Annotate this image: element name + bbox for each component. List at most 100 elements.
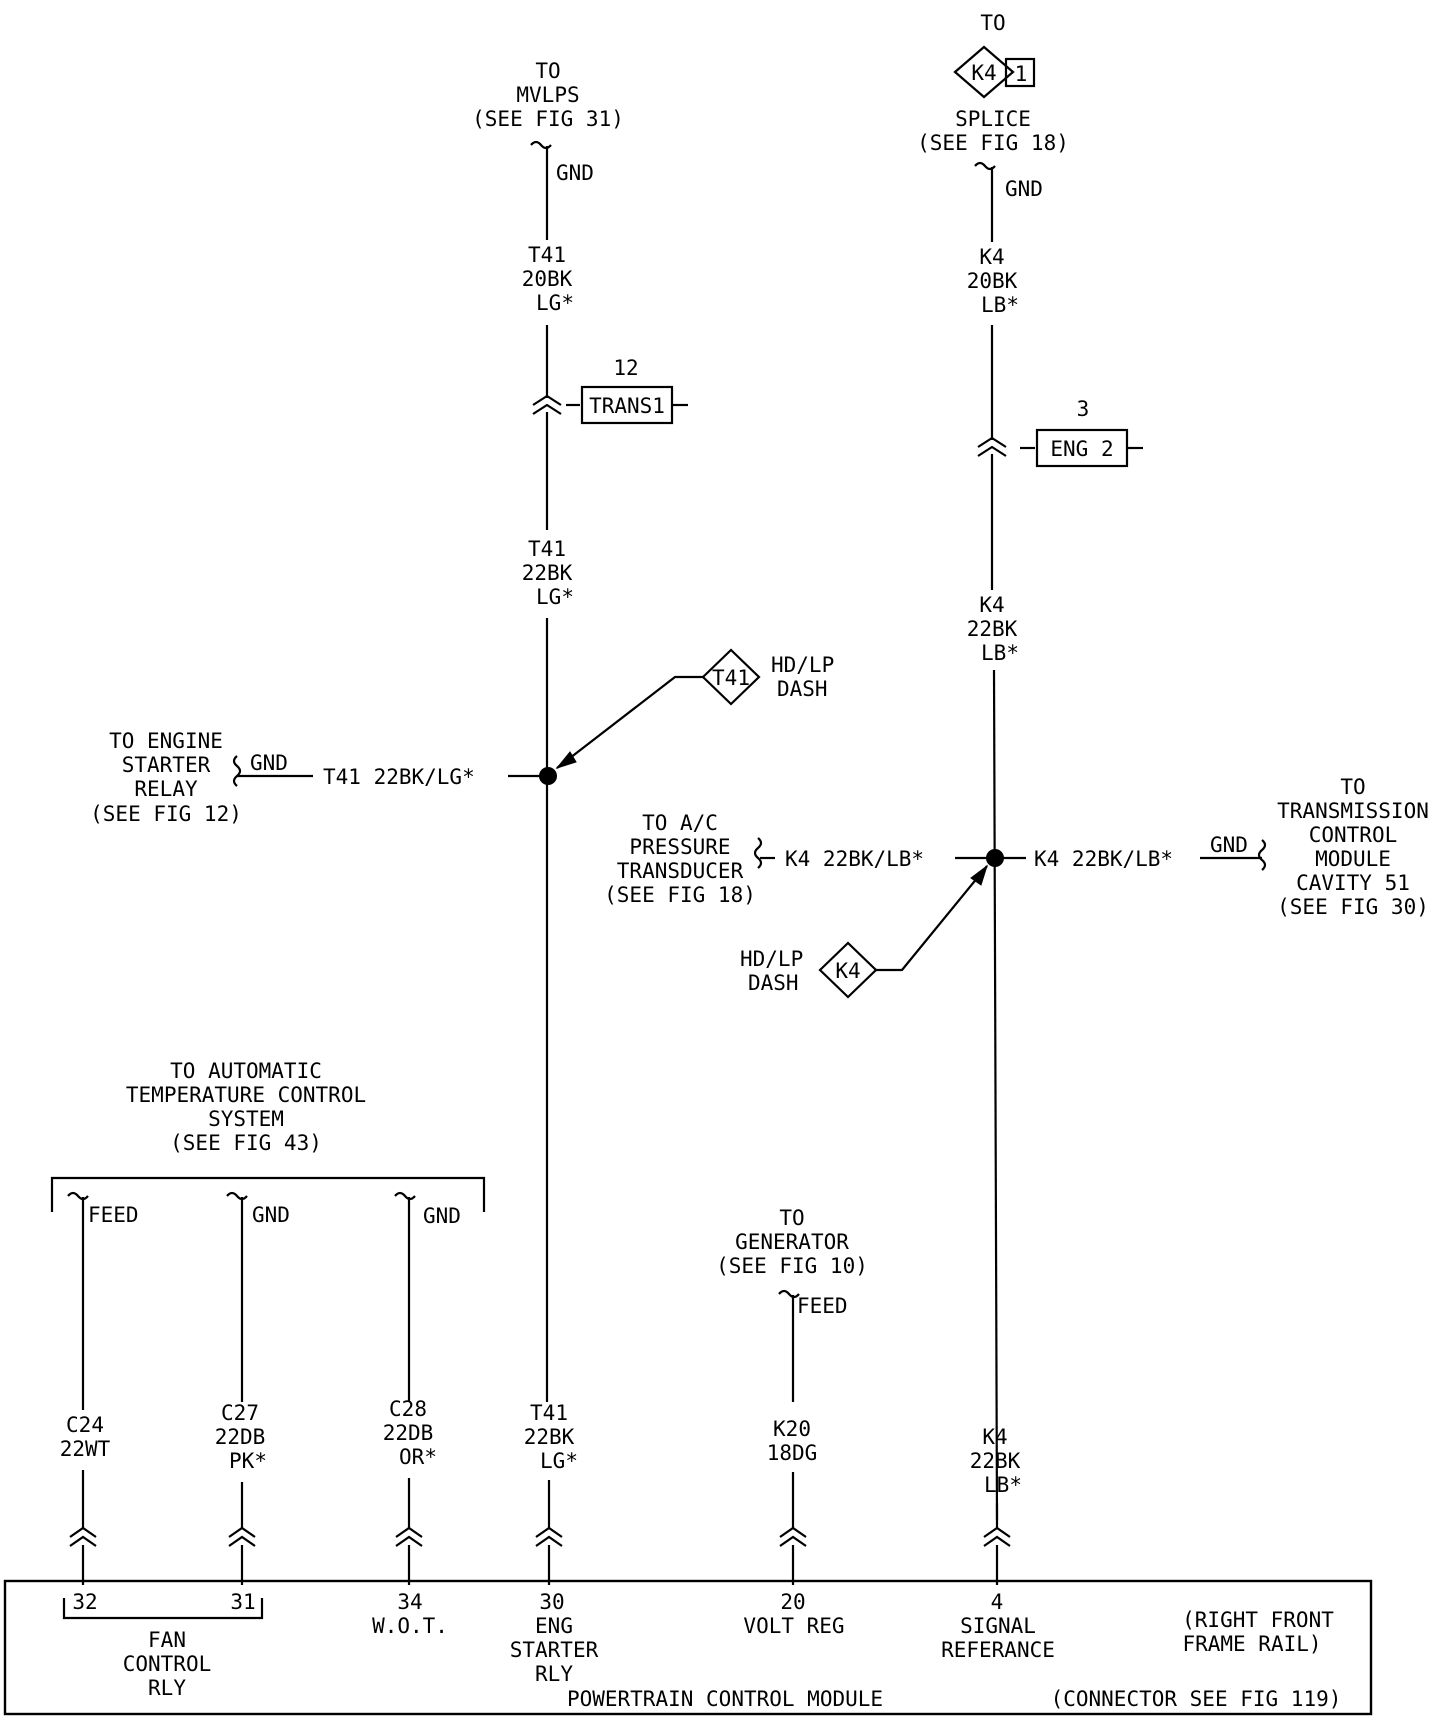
svg-text:22DB: 22DB [215, 1425, 266, 1449]
k4-hdlp-arrowhead [970, 864, 988, 886]
k4-splice-id: K4 [971, 61, 996, 85]
svg-text:FAN: FAN [148, 1628, 186, 1652]
svg-text:FRAME RAIL): FRAME RAIL) [1182, 1632, 1321, 1656]
k4-splice-num: 1 [1015, 62, 1028, 86]
k4-splice-see-fig: (SEE FIG 18) [917, 131, 1069, 155]
svg-text:C27: C27 [221, 1401, 259, 1425]
svg-text:ENG: ENG [535, 1614, 573, 1638]
wire-t41-hdlp-option [556, 675, 703, 769]
svg-text:LG*: LG* [540, 1449, 578, 1473]
c28-pin-symbol [394, 1191, 416, 1201]
trans1-connector-symbol [532, 394, 562, 415]
svg-text:LB*: LB* [984, 1473, 1022, 1497]
svg-text:22BK: 22BK [967, 617, 1018, 641]
pcm-pin-32-num: 32 [72, 1590, 97, 1614]
svg-text:STARTER: STARTER [510, 1638, 599, 1662]
svg-text:22DB: 22DB [383, 1421, 434, 1445]
svg-text:(SEE FIG 30): (SEE FIG 30) [1277, 895, 1429, 919]
svg-text:TRANSMISSION: TRANSMISSION [1277, 799, 1429, 823]
t41-bottom-wire-label: T41 22BK LG* [524, 1401, 578, 1473]
pcm-pin-34-connector [395, 1526, 423, 1547]
tcm-pin-symbol [1257, 839, 1267, 871]
pcm-pin-30: 30 ENG STARTER RLY [510, 1590, 599, 1686]
svg-text:C28: C28 [389, 1397, 427, 1421]
svg-text:T41: T41 [530, 1401, 568, 1425]
svg-text:W.O.T.: W.O.T. [372, 1614, 448, 1638]
generator-destination: TO GENERATOR (SEE FIG 10) [716, 1206, 868, 1278]
svg-text:(RIGHT FRONT: (RIGHT FRONT [1182, 1608, 1334, 1632]
k4-splice-dot [986, 849, 1004, 867]
svg-text:TO: TO [779, 1206, 804, 1230]
mvlps-see-fig: (SEE FIG 31) [472, 107, 624, 131]
t41-splice-dot [539, 767, 557, 785]
svg-text:PRESSURE: PRESSURE [629, 835, 730, 859]
k4-left-wire-label: K4 22BK/LB* [785, 847, 924, 871]
svg-text:CAVITY 51: CAVITY 51 [1296, 871, 1410, 895]
engine-starter-gnd-label: GND [250, 751, 288, 775]
svg-text:C24: C24 [66, 1413, 104, 1437]
wire-k4-trunk [992, 669, 999, 1521]
t41-hdlp-label-2: DASH [777, 677, 828, 701]
eng2-number: 3 [1077, 397, 1090, 421]
c24-wire-label: C24 22WT [60, 1413, 111, 1461]
c27-pin-symbol [226, 1191, 248, 1201]
t41-22bk-label: T41 22BK LG* [522, 537, 574, 609]
trans1-name: TRANS1 [589, 394, 665, 418]
svg-text:20BK: 20BK [522, 267, 573, 291]
svg-text:K4: K4 [982, 1425, 1007, 1449]
svg-text:VOLT REG: VOLT REG [743, 1614, 844, 1638]
svg-text:MODULE: MODULE [1315, 847, 1391, 871]
wire-k4-hdlp-option [876, 865, 988, 972]
svg-text:LG*: LG* [536, 585, 574, 609]
svg-text:22BK: 22BK [522, 561, 573, 585]
pcm-title: POWERTRAIN CONTROL MODULE [567, 1687, 883, 1711]
t41-20bk-label: T41 20BK LG* [522, 243, 574, 315]
svg-text:4: 4 [991, 1590, 1004, 1614]
mvlps-gnd-label: GND [556, 161, 594, 185]
svg-text:TRANSDUCER: TRANSDUCER [617, 859, 744, 883]
svg-text:22WT: 22WT [60, 1437, 111, 1461]
svg-text:LB*: LB* [981, 293, 1019, 317]
pcm-box [3, 1579, 1373, 1716]
svg-text:22BK: 22BK [970, 1449, 1021, 1473]
k4-hdlp-id: K4 [835, 959, 860, 983]
svg-text:(SEE FIG 10): (SEE FIG 10) [716, 1254, 868, 1278]
t41-hdlp-arrowhead [555, 751, 577, 769]
svg-text:K20: K20 [773, 1417, 811, 1441]
k20-wire-label: K20 18DG [767, 1417, 818, 1465]
mvlps-destination: TO MVLPS (SEE FIG 31) [472, 59, 624, 131]
svg-text:RELAY: RELAY [134, 777, 198, 801]
svg-text:PK*: PK* [229, 1449, 267, 1473]
mvlps-to: TO [535, 59, 560, 83]
atc-destination: TO AUTOMATIC TEMPERATURE CONTROL SYSTEM … [126, 1059, 366, 1155]
svg-text:K4: K4 [979, 245, 1004, 269]
svg-text:22BK: 22BK [524, 1425, 575, 1449]
eng2-name: ENG 2 [1050, 437, 1113, 461]
engine-starter-relay-destination: TO ENGINE STARTER RELAY (SEE FIG 12) [90, 729, 242, 826]
fan-control-bracket [62, 1598, 264, 1620]
c28-wire-label: C28 22DB OR* [383, 1397, 437, 1469]
svg-text:T41: T41 [528, 537, 566, 561]
engine-starter-pin-symbol [232, 755, 242, 787]
t41-hdlp-label-1: HD/LP [771, 653, 834, 677]
tcm-gnd-label: GND [1210, 833, 1248, 857]
svg-text:18DG: 18DG [767, 1441, 818, 1465]
k4-hdlp-label-1: HD/LP [740, 947, 803, 971]
svg-text:(SEE FIG 12): (SEE FIG 12) [90, 802, 242, 826]
t41-hdlp-diamond [701, 648, 761, 706]
pcm-pin-4: 4 SIGNAL REFERANCE [941, 1590, 1055, 1662]
fan-control-label: FAN CONTROL RLY [123, 1628, 212, 1700]
pcm-pin-20: 20 VOLT REG [743, 1590, 844, 1638]
mvlps-name: MVLPS [516, 83, 579, 107]
svg-text:RLY: RLY [535, 1662, 573, 1686]
c24-feed-label: FEED [88, 1203, 139, 1227]
k4-splice-to: TO [980, 11, 1005, 35]
k4-splice-diamond [953, 45, 1015, 99]
svg-text:TO: TO [1340, 775, 1365, 799]
svg-text:TO ENGINE: TO ENGINE [109, 729, 223, 753]
pcm-pin-31-num: 31 [230, 1590, 255, 1614]
k4-splice-num-box [1004, 57, 1036, 88]
k4-bottom-wire-label: K4 22BK LB* [970, 1425, 1022, 1497]
svg-text:SYSTEM: SYSTEM [208, 1107, 284, 1131]
